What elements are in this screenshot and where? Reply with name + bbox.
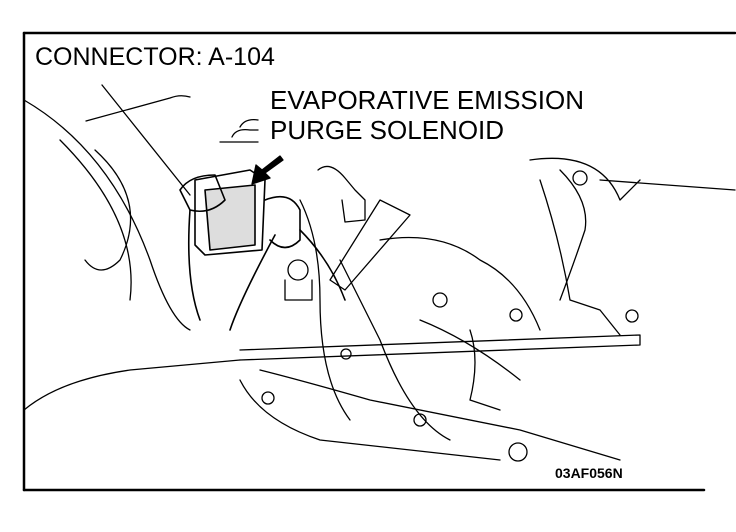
connector-label: CONNECTOR: A-104 bbox=[35, 43, 275, 71]
figure-code: 03AF056N bbox=[555, 465, 623, 481]
arrow-icon bbox=[251, 155, 284, 185]
hoses-and-pipes bbox=[239, 157, 736, 461]
purge-solenoid bbox=[179, 169, 346, 331]
component-label-line1: EVAPORATIVE EMISSION bbox=[270, 85, 584, 115]
bolts bbox=[261, 170, 639, 462]
fender-left bbox=[23, 99, 241, 411]
component-label-line2: PURGE SOLENOID bbox=[270, 115, 505, 145]
leader-lines bbox=[85, 84, 259, 196]
frame bbox=[22, 31, 736, 492]
